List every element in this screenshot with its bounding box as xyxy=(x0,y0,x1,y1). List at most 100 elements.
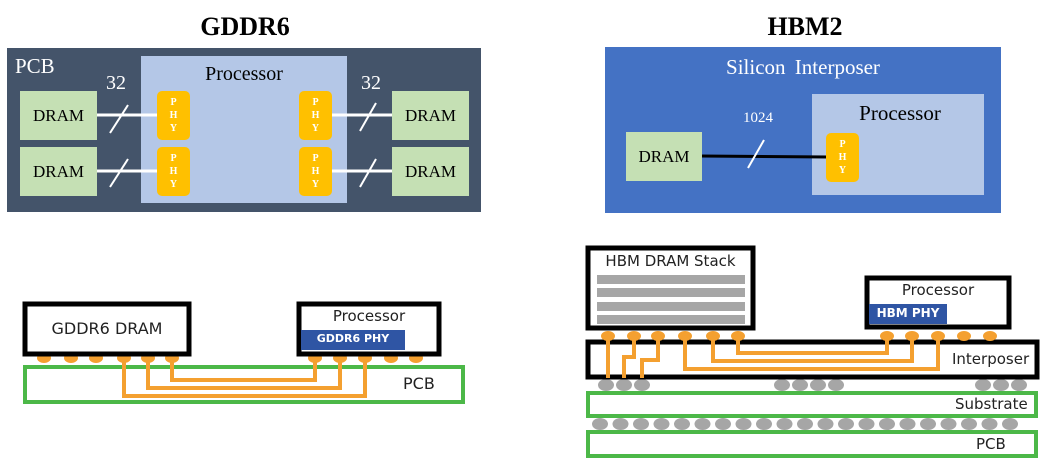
gddr6-processor-label: Processor xyxy=(205,63,283,85)
gddr6-side-dram-label: GDDR6 DRAM xyxy=(51,319,163,338)
substrate-label: Substrate xyxy=(955,395,1028,413)
dram-die xyxy=(597,315,745,324)
solder-ball xyxy=(858,418,875,430)
solder-ball xyxy=(1011,379,1027,391)
solder-ball xyxy=(792,379,808,391)
solder-ball xyxy=(634,379,650,391)
solder-ball xyxy=(880,331,894,341)
gddr6-dram-br: DRAM xyxy=(392,147,469,196)
solder-ball xyxy=(592,418,608,430)
solder-ball xyxy=(931,331,945,341)
solder-ball xyxy=(957,331,971,341)
hbm2-dram: DRAM xyxy=(626,132,702,181)
solder-ball xyxy=(776,418,793,430)
dram-die xyxy=(597,275,745,284)
solder-ball xyxy=(598,379,614,391)
solder-ball xyxy=(879,418,895,430)
trace xyxy=(622,336,636,378)
hbm2-processor-label: Processor xyxy=(859,101,941,125)
hbm-side-phy-label: HBM PHY xyxy=(876,306,940,320)
solder-ball xyxy=(993,379,1009,391)
solder-ball xyxy=(774,379,790,391)
hbm-pcb-board xyxy=(586,430,1038,458)
gddr6-dram-bl: DRAM xyxy=(20,147,97,196)
hbm2-bus-width: 1024 xyxy=(743,110,773,126)
solder-ball xyxy=(920,418,936,430)
hbm-pcb-label: PCB xyxy=(976,435,1006,453)
solder-ball xyxy=(633,418,649,430)
solder-ball xyxy=(838,418,854,430)
hbm-phy-bar xyxy=(869,304,947,324)
bus-slash xyxy=(109,158,129,188)
solder-ball xyxy=(1002,418,1018,430)
solder-ball xyxy=(601,331,615,341)
hbm-stack-label: HBM DRAM Stack xyxy=(605,252,736,270)
gddr6-side-phy-label: GDDR6 PHY xyxy=(316,332,390,345)
solder-ball xyxy=(983,331,997,341)
solder-ball xyxy=(828,379,844,391)
interposer-label: Interposer xyxy=(952,350,1030,368)
solder-ball xyxy=(674,418,690,430)
gddr6-bus-width-left: 32 xyxy=(106,72,126,94)
gddr6-side-pcb-label: PCB xyxy=(403,374,435,393)
dram-die xyxy=(597,302,745,311)
bus-slash xyxy=(359,158,377,188)
solder-ball xyxy=(797,418,813,430)
solder-ball xyxy=(940,418,957,430)
hbm2-title: HBM2 xyxy=(767,12,843,41)
trace xyxy=(711,336,914,363)
solder-ball xyxy=(905,331,919,341)
trace xyxy=(683,336,940,371)
solder-ball xyxy=(981,418,998,430)
solder-ball xyxy=(678,331,692,341)
hbm2-interposer-label: Silicon Interposer xyxy=(726,55,880,79)
bus-slash xyxy=(747,139,765,169)
trace xyxy=(146,356,342,390)
dram-label: DRAM xyxy=(404,105,456,125)
bus-slash xyxy=(109,104,129,134)
gddr6-dram-tr: DRAM xyxy=(392,91,469,140)
substrate-board xyxy=(586,391,1038,418)
solder-ball xyxy=(616,379,632,391)
trace xyxy=(736,336,889,355)
dram-label: DRAM xyxy=(32,105,84,125)
trace xyxy=(640,336,660,378)
gddr6-dram-package xyxy=(22,301,192,357)
bus-slash xyxy=(359,102,377,132)
solder-ball xyxy=(817,418,834,430)
dram-label: DRAM xyxy=(32,161,84,181)
solder-ball xyxy=(756,418,772,430)
gddr6-side-processor-label: Processor xyxy=(332,307,406,325)
gddr6-phy-bar xyxy=(301,330,405,350)
solder-ball xyxy=(961,418,977,430)
solder-ball xyxy=(899,418,916,430)
gddr6-title: GDDR6 xyxy=(200,12,290,41)
solder-ball xyxy=(715,418,731,430)
solder-ball xyxy=(612,418,629,430)
solder-ball xyxy=(810,379,826,391)
dram-die xyxy=(597,288,745,297)
solder-ball xyxy=(975,379,991,391)
solder-ball xyxy=(651,331,665,341)
solder-ball xyxy=(731,331,745,341)
hbm-side-processor-label: Processor xyxy=(901,281,975,299)
solder-ball xyxy=(735,418,752,430)
solder-ball xyxy=(706,331,720,341)
gddr6-dram-tl: DRAM xyxy=(20,91,97,140)
dram-label: DRAM xyxy=(638,146,690,166)
gddr6-pcb-label: PCB xyxy=(15,54,55,78)
bus-line xyxy=(699,154,829,159)
gddr6-bus-width-right: 32 xyxy=(361,72,381,94)
trace xyxy=(122,356,367,398)
solder-ball xyxy=(627,331,641,341)
solder-ball xyxy=(653,418,670,430)
